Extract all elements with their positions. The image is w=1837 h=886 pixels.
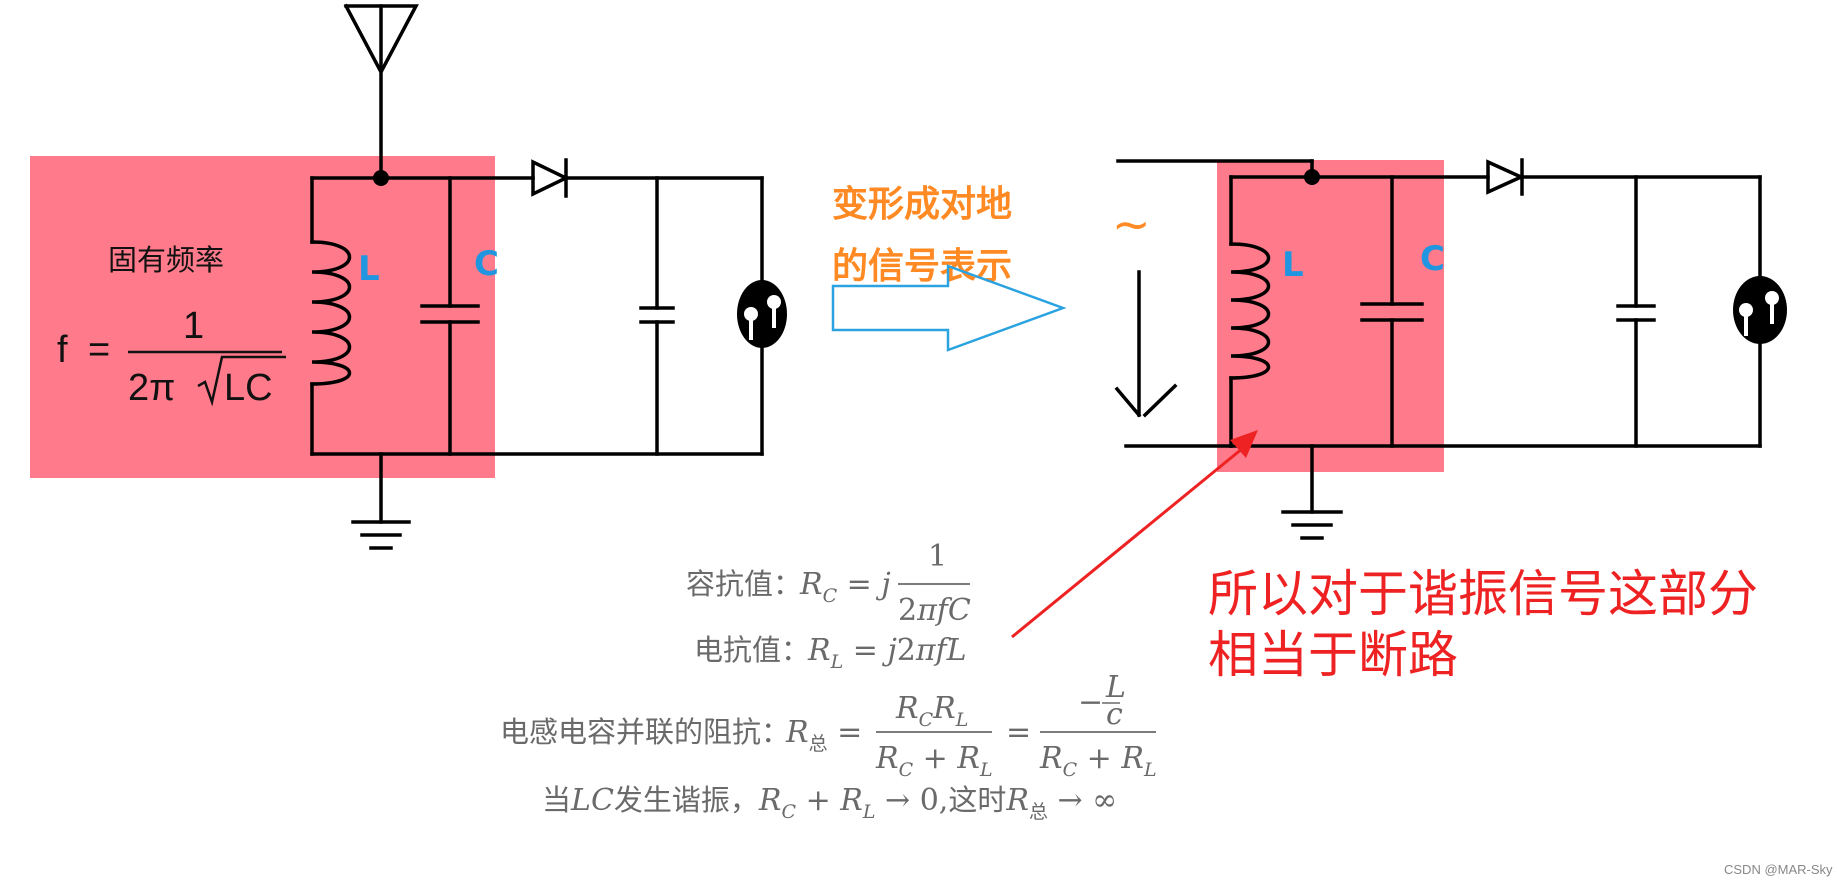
parallel-equals-2: = — [1006, 715, 1031, 750]
watermark: CSDN @MAR-Sky — [1724, 862, 1833, 877]
parallel-frac1-den: RC + RL — [875, 741, 993, 781]
annotation-arrow-icon — [1011, 430, 1258, 639]
earphone-icon — [737, 280, 787, 348]
inductor-label: L — [1282, 245, 1304, 285]
ac-source-symbol: ~ — [1112, 197, 1151, 251]
note-line1: 所以对于谐振信号这部分 — [1208, 565, 1758, 623]
inductor-icon — [1229, 242, 1271, 380]
inductor-label: L — [358, 249, 380, 289]
diode-icon — [531, 158, 571, 198]
filter-capacitor-icon — [1616, 175, 1656, 448]
capacitor-icon — [1360, 175, 1424, 448]
inductive-label: 电抗值： — [694, 633, 810, 667]
capacitive-label: 容抗值： — [686, 567, 802, 601]
formula-2pi: 2π — [128, 367, 175, 409]
formula-numerator: 1 — [183, 305, 204, 347]
capacitor-label: C — [474, 244, 499, 284]
parallel-formula-lhs: R总 = — [785, 715, 862, 755]
note-line2: 相当于断路 — [1208, 626, 1458, 684]
transform-section: 变形成对地 的信号表示 — [831, 183, 1067, 352]
diode-icon — [1486, 158, 1526, 196]
capacitive-numerator: 1 — [928, 539, 947, 574]
inductor-icon — [310, 240, 352, 386]
parallel-frac2-num-c: c — [1106, 697, 1123, 732]
natural-frequency-title: 固有频率 — [108, 243, 224, 277]
formula-equals: = — [88, 329, 110, 371]
right-highlight-region — [1217, 160, 1444, 472]
parallel-frac1-num: RCRL — [895, 691, 968, 731]
inductive-formula: RL = j2πfL — [807, 633, 967, 673]
filter-capacitor-icon — [639, 176, 675, 456]
capacitive-denominator: 2πfC — [898, 593, 971, 628]
right-circuit: ~ — [1112, 158, 1787, 540]
antenna-icon — [343, 3, 419, 180]
parallel-frac2-num-l: L — [1105, 670, 1126, 705]
parallel-label: 电感电容并联的阻抗： — [500, 715, 790, 749]
transform-text-line1: 变形成对地 — [832, 183, 1012, 225]
sqrt-symbol — [197, 355, 286, 407]
impedance-equations: 容抗值： RC = j 1 2πfC 电抗值： RL = j2πfL 电感电容并… — [500, 539, 1157, 823]
parallel-frac2-num: − — [1078, 685, 1103, 720]
left-circuit: L C 固有频率 f = 1 2π LC — [30, 3, 787, 550]
ground-icon — [1281, 444, 1343, 540]
signal-down-arrow-icon — [1114, 270, 1178, 418]
transform-text-line2: 的信号表示 — [832, 246, 1012, 287]
earphone-icon — [1733, 276, 1787, 344]
formula-f: f — [57, 329, 68, 371]
capacitive-formula: RC = j — [799, 567, 891, 607]
left-highlight-region — [30, 156, 495, 478]
formula-lc: LC — [224, 367, 273, 409]
capacitor-icon — [420, 176, 480, 456]
resonance-line: 当LC发生谐振，RC + RL → 0,这时R总 → ∞ — [542, 783, 1117, 823]
transform-arrow-icon — [831, 264, 1067, 352]
parallel-frac2-den: RC + RL — [1039, 741, 1157, 781]
ground-icon — [351, 452, 411, 550]
capacitor-label: C — [1420, 239, 1445, 279]
